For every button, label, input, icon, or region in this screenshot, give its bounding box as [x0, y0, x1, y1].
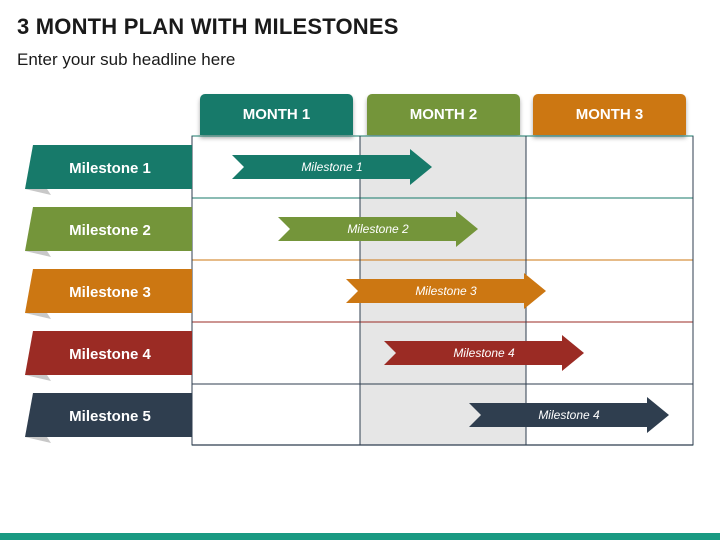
- milestone-arrow-2: Milestone 2: [278, 211, 478, 247]
- milestone-ribbon-5: Milestone 5: [25, 393, 195, 443]
- milestone-arrow-label-5: Milestone 4: [538, 408, 600, 422]
- month-tab-1: MONTH 1: [200, 94, 353, 135]
- milestone-label-3: Milestone 3: [69, 283, 151, 301]
- milestone-ribbon-2: Milestone 2: [25, 207, 195, 257]
- milestone-label-1: Milestone 1: [69, 159, 151, 177]
- milestone-label-4: Milestone 4: [69, 345, 151, 363]
- milestone-label-2: Milestone 2: [69, 221, 151, 239]
- month-tab-2: MONTH 2: [367, 94, 520, 135]
- milestone-ribbon-4: Milestone 4: [25, 331, 195, 381]
- page-title: 3 MONTH PLAN WITH MILESTONES: [17, 14, 399, 39]
- milestone-arrow-3: Milestone 3: [346, 273, 546, 309]
- milestone-arrow-5: Milestone 4: [469, 397, 669, 433]
- milestone-label-5: Milestone 5: [69, 407, 151, 425]
- footer-bar: [0, 533, 720, 540]
- milestone-arrow-label-3: Milestone 3: [415, 284, 477, 298]
- milestone-arrow-1: Milestone 1: [232, 149, 432, 185]
- page-subtitle: Enter your sub headline here: [17, 50, 236, 69]
- milestone-ribbon-3: Milestone 3: [25, 269, 195, 319]
- milestone-ribbon-1: Milestone 1: [25, 145, 195, 195]
- milestone-arrow-label-4: Milestone 4: [453, 346, 515, 360]
- month-tab-3: MONTH 3: [533, 94, 686, 135]
- milestone-arrow-label-2: Milestone 2: [347, 222, 409, 236]
- milestone-arrow-label-1: Milestone 1: [301, 160, 363, 174]
- milestone-arrow-4: Milestone 4: [384, 335, 584, 371]
